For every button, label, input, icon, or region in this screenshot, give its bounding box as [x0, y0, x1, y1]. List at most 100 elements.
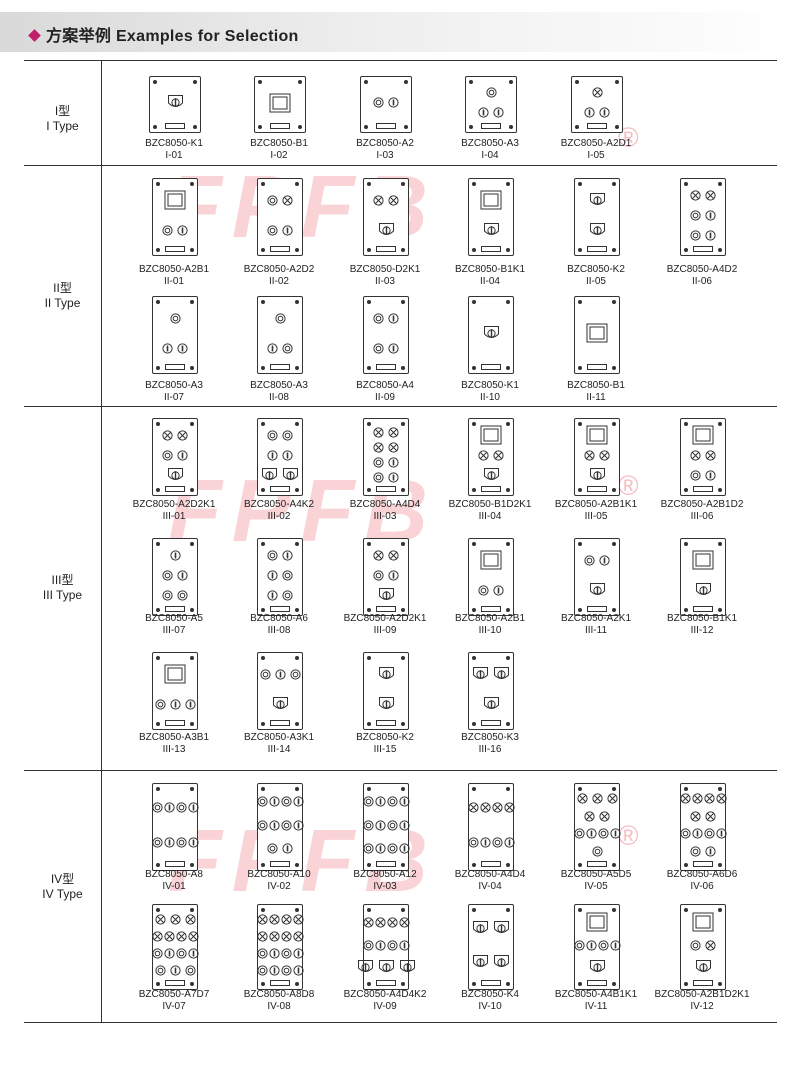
push-button-icon [267, 449, 278, 461]
screw-icon [578, 542, 582, 546]
screw-icon [156, 908, 160, 912]
indicator-lamp-icon [493, 449, 504, 461]
model-code: II-08 [268, 392, 289, 403]
screw-icon [190, 863, 194, 867]
screw-icon [190, 248, 194, 252]
push-button-icon [268, 965, 280, 976]
screw-icon [153, 125, 157, 129]
label-slot [270, 980, 290, 986]
component-row [575, 841, 619, 861]
model-code: II-02 [268, 276, 289, 287]
selector-switch-icon [483, 696, 500, 713]
component-row [151, 944, 199, 964]
indicator-lamp-icon [373, 442, 384, 453]
pilot-lamp-icon [282, 429, 293, 441]
label-slot [587, 606, 607, 612]
screw-icon [472, 422, 476, 426]
indicator-lamp-icon [373, 427, 384, 438]
model-number: BZC8050-K1 [145, 138, 203, 149]
screw-icon [261, 422, 265, 426]
pilot-lamp-icon [162, 224, 173, 236]
label-slot [270, 861, 290, 867]
pilot-lamp-icon [485, 87, 497, 98]
screw-icon [190, 908, 194, 912]
screw-icon [401, 366, 405, 370]
label-slot [376, 861, 396, 867]
component-row [258, 220, 302, 240]
component-row [364, 694, 408, 714]
enclosure-diagram [363, 418, 409, 496]
screw-icon [295, 656, 299, 660]
enclosure-diagram [679, 783, 727, 871]
label-slot [587, 486, 607, 492]
enclosure-diagram [573, 783, 621, 871]
component-row [575, 912, 619, 932]
screw-icon [295, 248, 299, 252]
model-code: III-16 [478, 744, 502, 755]
push-button-icon [599, 554, 610, 566]
model-code: III-04 [478, 511, 502, 522]
screw-icon [295, 863, 299, 867]
screw-icon [364, 80, 368, 84]
enclosure-diagram [468, 178, 514, 256]
screw-icon [684, 863, 688, 867]
indicator-lamp-icon [282, 194, 293, 206]
model-number: BZC8050-A2D2 [243, 264, 315, 275]
model-code: III-06 [690, 511, 714, 522]
screw-icon [295, 722, 299, 726]
enclosure-diagram [574, 296, 620, 374]
pilot-lamp-icon [256, 948, 268, 959]
pilot-lamp-icon [597, 828, 609, 839]
enclosure-diagram [363, 178, 409, 256]
enclosure-diagram [465, 76, 517, 133]
selector-switch-icon [472, 666, 489, 683]
component-row [575, 789, 619, 809]
push-button-icon [282, 549, 293, 561]
screw-icon [156, 366, 160, 370]
model-code: III-11 [584, 625, 608, 636]
screw-icon [718, 908, 722, 912]
screw-icon [472, 300, 476, 304]
registered-mark-icon: ® [618, 470, 639, 501]
screw-icon [367, 248, 371, 252]
enclosure-diagram [680, 538, 726, 616]
enclosure-diagram [574, 418, 620, 496]
label-slot [376, 720, 396, 726]
screw-icon [575, 125, 579, 129]
model-code: II-11 [586, 392, 606, 403]
model-code: IV-07 [162, 1001, 186, 1012]
push-button-icon [388, 97, 399, 108]
pilot-lamp-icon [373, 472, 384, 483]
model-code: II-09 [374, 392, 395, 403]
push-button-icon [585, 939, 597, 951]
screw-icon [718, 488, 722, 492]
model-number: BZC8050-A3 [461, 138, 519, 149]
screw-icon [156, 300, 160, 304]
model-number: BZC8050-A6 [250, 613, 308, 624]
model-number: BZC8050-K1 [461, 380, 519, 391]
component-row [469, 952, 513, 972]
component-row [681, 445, 725, 465]
screw-icon [258, 80, 262, 84]
component-row [575, 445, 619, 465]
screw-icon [472, 488, 476, 492]
screw-icon [298, 125, 302, 129]
model-number: BZC8050-A2B1D2 [660, 499, 744, 510]
screw-icon [401, 300, 405, 304]
screw-icon [684, 488, 688, 492]
pilot-lamp-icon [690, 209, 701, 221]
component-row [258, 545, 302, 565]
indicator-lamp-icon [679, 793, 691, 804]
indicator-lamp-icon [705, 939, 716, 951]
screw-icon [509, 80, 513, 84]
